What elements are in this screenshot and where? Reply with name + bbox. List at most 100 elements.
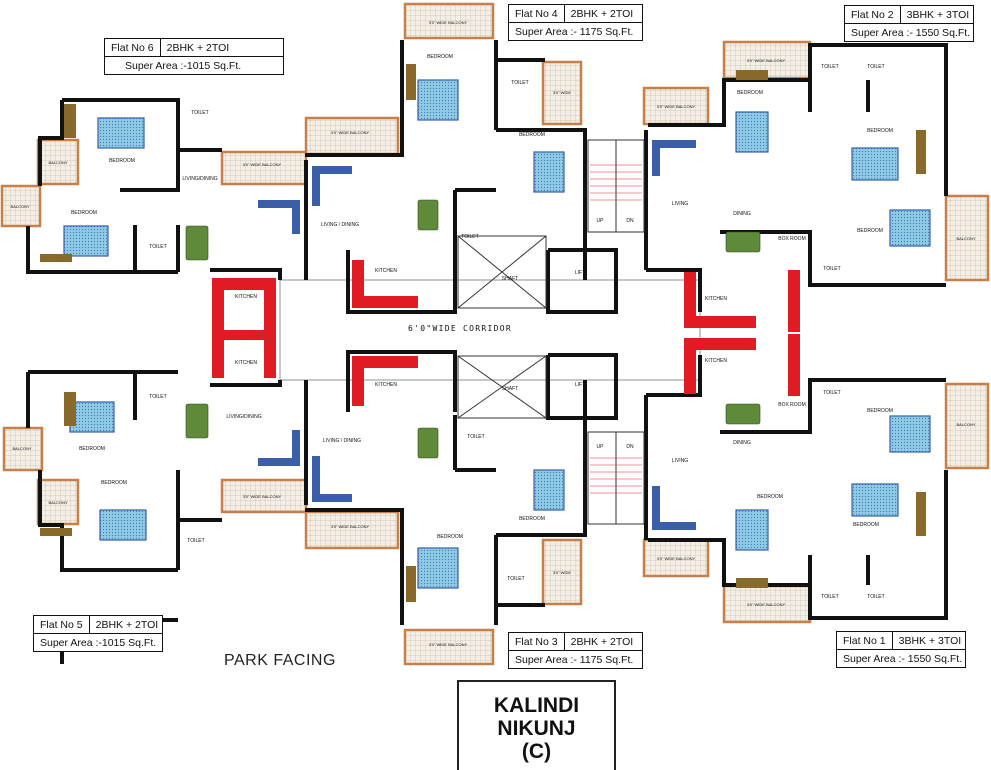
room-label: LIVING / DINING [323, 438, 361, 444]
flat-6-area: Super Area :-1015 Sq.Ft. [125, 59, 242, 72]
stair-treads [590, 164, 642, 494]
room-label: 3'0" WIDE [553, 90, 572, 95]
room-label: 3'0" WIDE BALCONY [429, 20, 468, 25]
room-label: BEDROOM [101, 480, 127, 486]
flat-4-config: 2BHK + 2TOI [570, 7, 634, 20]
room-label: 3'0" WIDE BALCONY [747, 58, 786, 63]
flat-4-area: Super Area :- 1175 Sq.Ft. [515, 25, 634, 38]
room-label: BEDROOM [109, 158, 135, 164]
project-title-line3: (C) [521, 740, 552, 763]
room-label: UP [597, 444, 605, 450]
room-label: KITCHEN [375, 382, 397, 388]
room-label: TOILET [191, 110, 208, 116]
room-label: BEDROOM [867, 408, 893, 414]
balcony-labels: 3'0" WIDE BALCONY 3'0" WIDE BALCONY 3'0"… [10, 20, 975, 647]
kitchens [212, 260, 800, 406]
room-label: BEDROOM [737, 90, 763, 96]
room-label: 3'0" WIDE [553, 570, 572, 575]
room-label: TOILET [461, 234, 478, 240]
sofas [258, 140, 696, 530]
room-label: TOILET [149, 244, 166, 250]
room-label: LIVING [672, 458, 689, 464]
flat-4-number: Flat No 4 [509, 5, 565, 22]
project-title: KALINDI NIKUNJ (C) [457, 680, 616, 770]
room-label: BALCONY [12, 446, 31, 451]
room-label: TOILET [507, 576, 524, 582]
room-label: LIVING/DINING [226, 414, 261, 420]
flat-5-area: Super Area :-1015 Sq.Ft. [40, 636, 157, 649]
room-label: TOILET [149, 394, 166, 400]
room-label: KITCHEN [235, 360, 257, 366]
room-label: DINING [733, 211, 751, 217]
room-label: BEDROOM [519, 516, 545, 522]
room-label: TOILET [467, 434, 484, 440]
corridor-label: 6'0"WIDE CORRIDOR [408, 324, 512, 333]
room-labels: BEDROOM BEDROOM LIVING/DINING KITCHEN KI… [71, 54, 893, 600]
room-label: 3'0" WIDE BALCONY [243, 162, 282, 167]
room-label: BALCONY [48, 500, 67, 505]
flat-2-config: 3BHK + 3TOI [906, 8, 970, 21]
room-label: KITCHEN [705, 358, 727, 364]
flat-2-area: Super Area :- 1550 Sq.Ft. [851, 26, 971, 39]
room-label: BEDROOM [853, 522, 879, 528]
room-label: KITCHEN [705, 296, 727, 302]
room-label: UP [597, 218, 605, 224]
room-label: BEDROOM [427, 54, 453, 60]
room-label: TOILET [823, 266, 840, 272]
room-label: DINING [733, 440, 751, 446]
room-label: BEDROOM [437, 534, 463, 540]
room-label: BOX ROOM [778, 236, 806, 242]
walls [26, 40, 948, 664]
room-label: SHAFT [502, 276, 518, 282]
room-label: BOX ROOM [778, 402, 806, 408]
room-label: 3'0" WIDE BALCONY [429, 642, 468, 647]
flat-5-number: Flat No 5 [34, 616, 90, 633]
room-label: BEDROOM [79, 446, 105, 452]
room-label: LIVING [672, 201, 689, 207]
room-label: TOILET [187, 538, 204, 544]
room-label: TOILET [867, 594, 884, 600]
flat-6-number: Flat No 6 [105, 39, 161, 56]
room-label: 3'0" WIDE BALCONY [331, 524, 370, 529]
beds [63, 79, 931, 589]
flat-1-label: Flat No 1 3BHK + 3TOI Super Area :- 1550 … [836, 631, 966, 668]
flat-3-area: Super Area :- 1175 Sq.Ft. [515, 653, 634, 666]
room-label: KITCHEN [375, 268, 397, 274]
park-facing-label: PARK FACING [224, 652, 336, 669]
room-label: DN [626, 444, 634, 450]
room-label: TOILET [511, 80, 528, 86]
room-label: TOILET [823, 390, 840, 396]
flat-1-config: 3BHK + 3TOI [898, 634, 962, 647]
flat-1-area: Super Area :- 1550 Sq.Ft. [843, 652, 963, 665]
flat-3-label: Flat No 3 2BHK + 2TOI Super Area :- 1175 … [508, 632, 643, 669]
wardrobes [40, 64, 926, 602]
room-label: 3'0" WIDE BALCONY [657, 556, 696, 561]
project-title-line1: KALINDI [493, 694, 580, 717]
flat-3-number: Flat No 3 [509, 633, 565, 650]
room-label: BEDROOM [867, 128, 893, 134]
room-label: 3'0" WIDE BALCONY [331, 130, 370, 135]
room-label: BEDROOM [757, 494, 783, 500]
room-label: BEDROOM [519, 132, 545, 138]
dining-tables [185, 199, 761, 459]
flat-6-config: 2BHK + 2TOI [166, 41, 230, 54]
room-label: BEDROOM [857, 228, 883, 234]
room-label: BALCONY [956, 236, 975, 241]
project-title-line2: NIKUNJ [497, 717, 576, 740]
room-label: 3'0" WIDE BALCONY [243, 494, 282, 499]
room-label: TOILET [867, 64, 884, 70]
room-label: LIFT [575, 382, 585, 388]
room-label: SHAFT [502, 386, 518, 392]
room-label: BALCONY [48, 160, 67, 165]
room-label: TOILET [821, 64, 838, 70]
flat-4-label: Flat No 4 2BHK + 2TOI Super Area :- 1175 … [508, 4, 643, 41]
flat-3-config: 2BHK + 2TOI [570, 635, 634, 648]
room-label: BEDROOM [71, 210, 97, 216]
room-label: LIVING / DINING [321, 222, 359, 228]
room-label: LIFT [575, 270, 585, 276]
flat-2-number: Flat No 2 [845, 6, 901, 23]
room-label: 3'0" WIDE BALCONY [747, 602, 786, 607]
room-label: KITCHEN [235, 294, 257, 300]
flat-1-number: Flat No 1 [837, 632, 893, 649]
